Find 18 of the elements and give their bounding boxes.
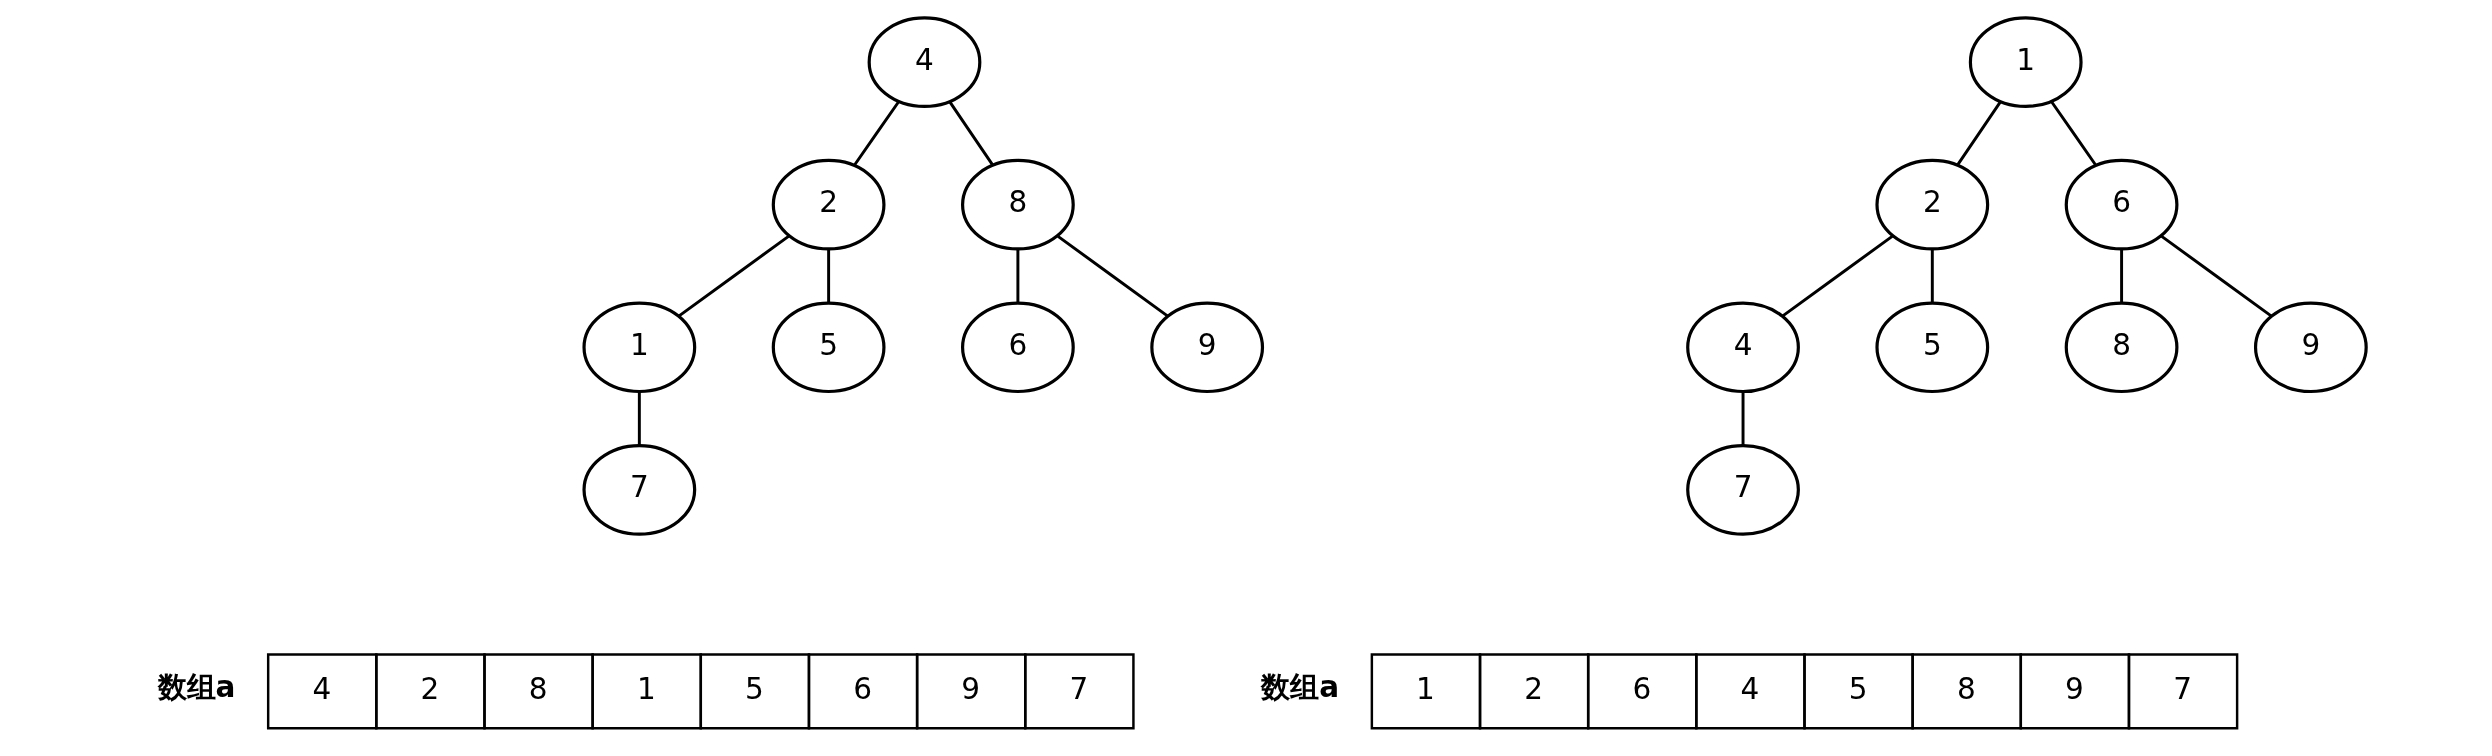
label: 1	[636, 672, 656, 707]
label: 5	[744, 672, 764, 707]
label: 6	[1631, 672, 1651, 707]
label: 6	[852, 672, 872, 707]
label: 4	[1740, 672, 1759, 707]
label: 9	[960, 672, 980, 707]
label: 8	[528, 672, 547, 707]
label: 4	[311, 672, 331, 707]
label: 7	[1069, 672, 1088, 707]
label: 9	[2064, 672, 2084, 707]
label: 数组a	[157, 669, 235, 704]
label: 2	[1523, 672, 1543, 707]
label: 2	[420, 672, 439, 707]
label: 7	[2172, 672, 2192, 707]
label: 5	[1848, 672, 1867, 707]
label: 8	[1956, 672, 1976, 707]
label: 数组a	[1260, 669, 1339, 704]
label: 1	[1415, 672, 1435, 707]
